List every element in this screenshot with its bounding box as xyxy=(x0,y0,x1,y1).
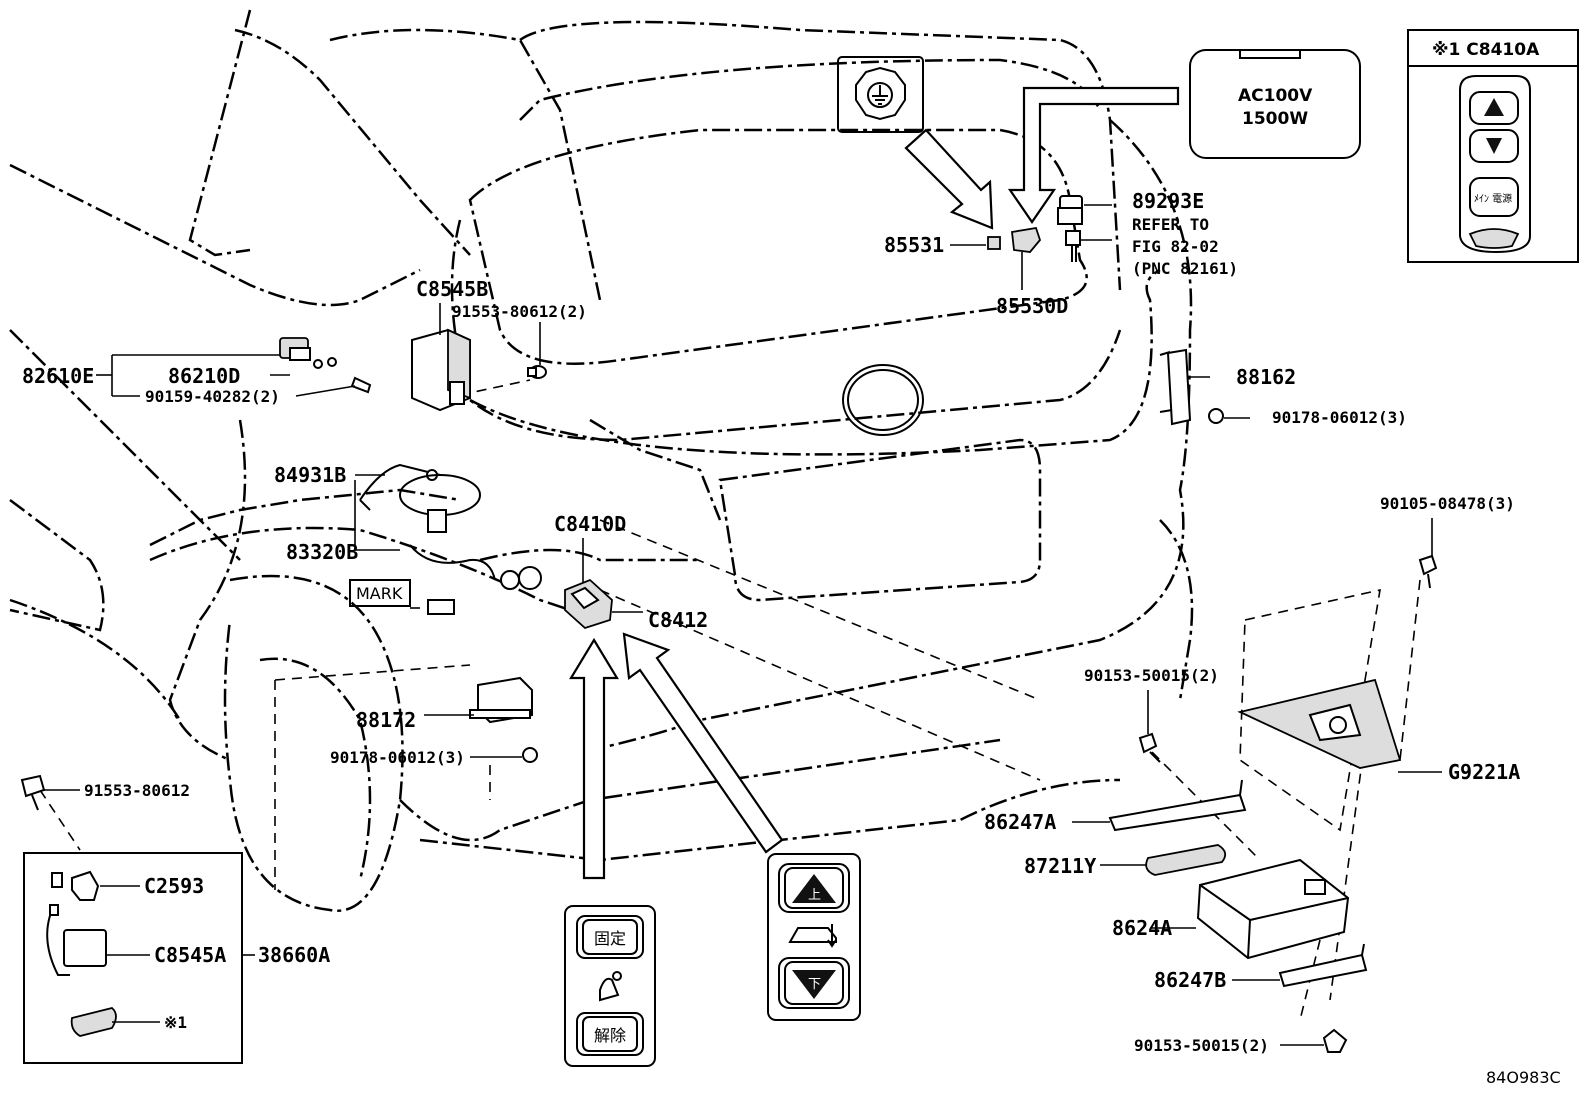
nut-90178-a xyxy=(522,747,538,763)
component-88162 xyxy=(1159,348,1192,426)
component-85530D xyxy=(1011,226,1042,253)
label-88172: 88172 xyxy=(356,708,416,732)
label-86247B: 86247B xyxy=(1154,968,1226,992)
component-C8545B xyxy=(411,328,471,412)
arrow-ground xyxy=(904,128,994,230)
component-C8545A xyxy=(46,904,107,976)
label-release: 解除 xyxy=(594,1026,626,1045)
nut-90178-b xyxy=(1208,408,1224,424)
label-91553-80612-a: 91553-80612(2) xyxy=(452,302,587,321)
label-note-1: ※1 xyxy=(164,1013,187,1032)
label-refer-fig: FIG 82-02 xyxy=(1132,237,1219,256)
ground-symbol-box xyxy=(837,56,924,133)
bolt-small-c xyxy=(500,566,542,590)
inset-remote-box xyxy=(1407,29,1579,263)
label-up: 上 xyxy=(808,888,821,903)
label-87211Y: 87211Y xyxy=(1024,854,1096,878)
label-90178-06012-b: 90178-06012(3) xyxy=(1272,408,1407,427)
emblem-circle xyxy=(842,364,924,436)
seat-switch xyxy=(564,905,656,1067)
label-inset-title: ※1 C8410A xyxy=(1432,40,1540,60)
label-refer-to: REFER TO xyxy=(1132,215,1209,234)
component-88172 xyxy=(469,676,533,724)
label-C8412: C8412 xyxy=(648,608,708,632)
label-mark: MARK xyxy=(356,584,403,603)
bolt-90159 xyxy=(350,376,372,394)
label-86247A: 86247A xyxy=(984,810,1056,834)
component-89293E xyxy=(1057,195,1083,262)
label-82610E: 82610E xyxy=(22,364,94,388)
label-90178-06012-a: 90178-06012(3) xyxy=(330,748,465,767)
component-85531 xyxy=(987,236,1001,250)
label-C8410D: C8410D xyxy=(554,512,626,536)
bracket-86247A xyxy=(1108,779,1247,832)
label-C2593: C2593 xyxy=(144,874,204,898)
key-remote-small xyxy=(70,1007,117,1037)
label-diagram-code: 84O983C xyxy=(1486,1068,1561,1087)
label-88162: 88162 xyxy=(1236,365,1296,389)
label-85531: 85531 xyxy=(884,233,944,257)
label-86210D: 86210D xyxy=(168,364,240,388)
label-ac100v: AC100V xyxy=(1238,86,1313,106)
bolt-91553-b xyxy=(20,774,46,811)
label-85530D: 85530D xyxy=(996,294,1068,318)
component-83320B xyxy=(399,474,496,615)
label-38660A: 38660A xyxy=(258,943,330,967)
label-C8545B: C8545B xyxy=(416,277,488,301)
bolt-90105 xyxy=(1418,554,1438,589)
kit-box xyxy=(23,852,243,1064)
arrow-ac xyxy=(1007,86,1180,224)
label-89293E: 89293E xyxy=(1132,189,1204,213)
label-fix: 固定 xyxy=(594,929,626,948)
label-84931B: 84931B xyxy=(274,463,346,487)
bolt-90153-b xyxy=(1322,1028,1348,1053)
bracket-86247B xyxy=(1278,943,1368,988)
leader-lines xyxy=(44,204,1442,1046)
label-down: 下 xyxy=(808,977,821,992)
component-84931B xyxy=(359,463,441,511)
updown-switch xyxy=(767,853,861,1021)
label-C8545A: C8545A xyxy=(154,943,226,967)
assembly-lines xyxy=(39,379,1421,1021)
bolt-91553-a xyxy=(527,365,547,379)
component-87211Y xyxy=(1145,844,1227,876)
label-91553-80612-b: 91553-80612 xyxy=(84,781,190,800)
component-C2593 xyxy=(51,870,100,901)
mark-box xyxy=(349,579,411,607)
ac-outlet-label xyxy=(1189,49,1361,159)
label-refer-pnc: (PNC 82161) xyxy=(1132,259,1238,278)
label-G9221A: G9221A xyxy=(1448,760,1520,784)
component-G9221A xyxy=(1237,678,1402,769)
vehicle-body-outline xyxy=(9,9,1194,913)
arrow-switch-left xyxy=(569,637,619,880)
label-90153-50015-b: 90153-50015(2) xyxy=(1134,1036,1269,1055)
bolt-90153-a xyxy=(1138,732,1161,763)
label-8624A: 8624A xyxy=(1112,916,1172,940)
label-remote-main-power: ﾒｲﾝ 電源 xyxy=(1474,192,1512,205)
component-C8410D xyxy=(564,578,613,630)
label-90153-50015-a: 90153-50015(2) xyxy=(1084,666,1219,685)
label-83320B: 83320B xyxy=(286,540,358,564)
component-86210D xyxy=(279,337,337,369)
arrow-switch-right xyxy=(622,632,784,854)
label-1500w: 1500W xyxy=(1242,109,1308,129)
label-90159-40282: 90159-40282(2) xyxy=(145,387,280,406)
label-90105-08478: 90105-08478(3) xyxy=(1380,494,1515,513)
ecu-8624A xyxy=(1196,858,1350,960)
